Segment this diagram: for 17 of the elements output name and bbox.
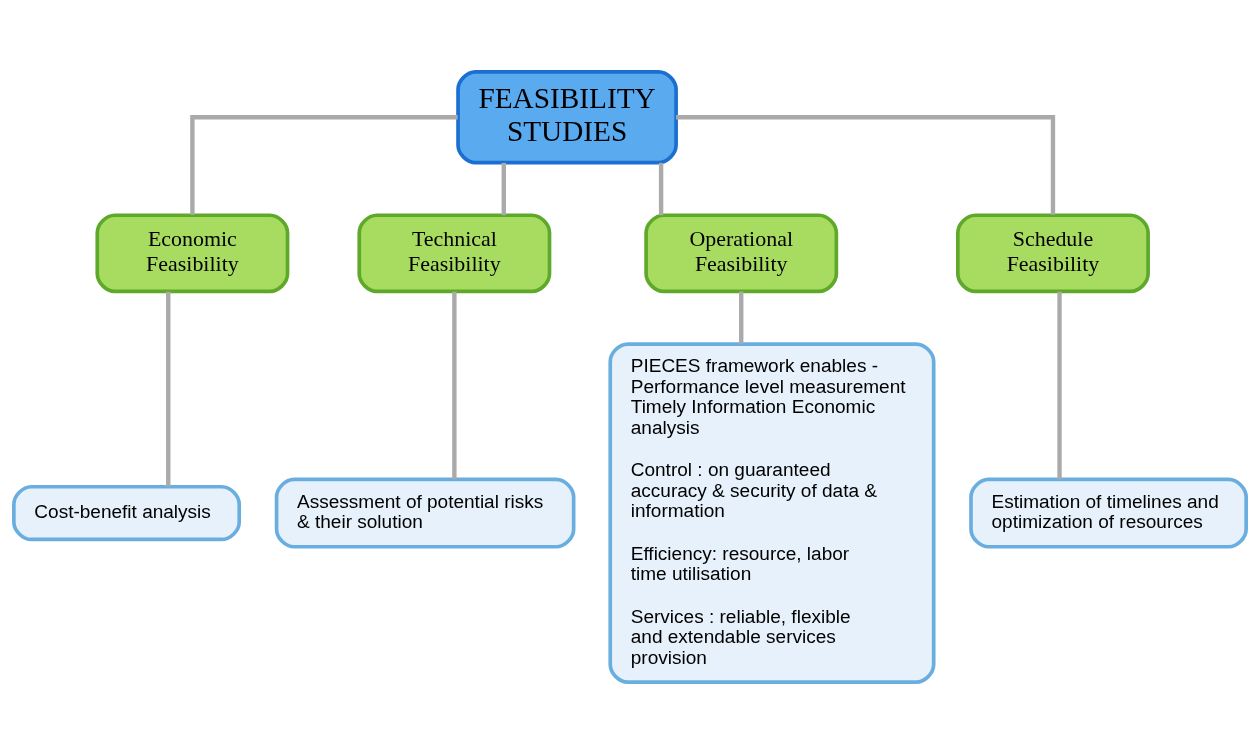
node-box: Assessment of potential risks & their solution [274, 477, 576, 549]
node-box: Cost-benefit analysis [12, 484, 242, 541]
connector [676, 114, 1056, 215]
connector [1057, 291, 1062, 479]
node-box: PIECES framework enables - Performance level measurement Timely Information Economic analysis Control : on guaranteed accuracy & security of data & information Efficiency: resource, labor time utilisation Services : reliable, flexible and extendable services provision [608, 341, 936, 684]
node-box: Technical Feasibility [357, 212, 552, 293]
node-box: Estimation of timelines and optimization of resources [969, 477, 1248, 549]
node-box: Operational Feasibility [644, 212, 839, 293]
node-box: Economic Feasibility [95, 212, 290, 293]
connector [452, 291, 457, 479]
connector [501, 162, 506, 215]
connector [739, 291, 744, 344]
connector [190, 114, 458, 215]
node-box: FEASIBILITY STUDIES [456, 69, 678, 164]
connector [166, 291, 171, 486]
connector [658, 162, 664, 215]
node-box: Schedule Feasibility [956, 212, 1150, 293]
